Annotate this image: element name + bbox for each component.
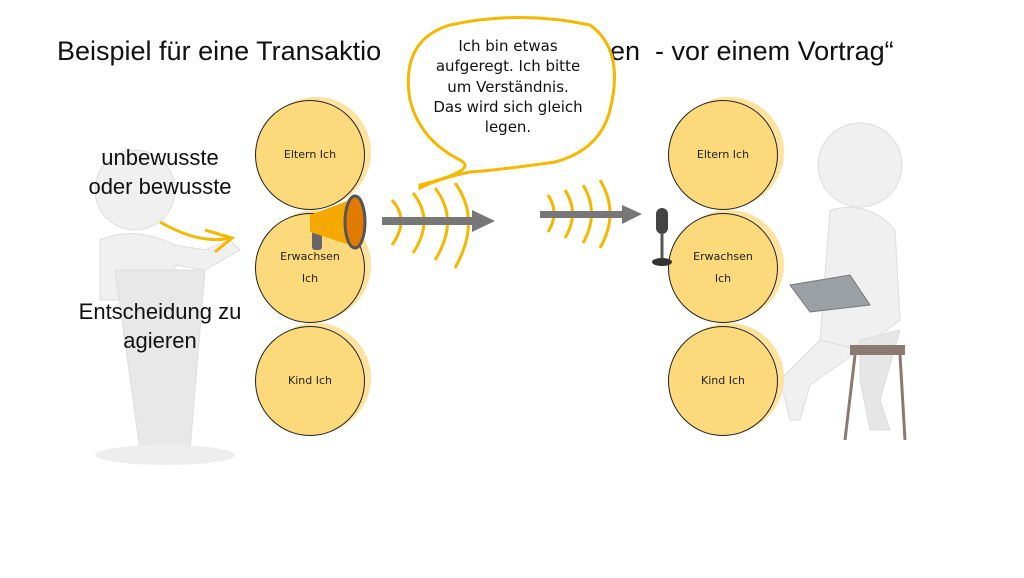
transmission-arrow-right: [540, 205, 642, 224]
sound-waves-left: [390, 182, 470, 269]
speech-line: Ich bin etwas: [458, 37, 558, 55]
label-line: unbewusste: [101, 145, 219, 170]
sender-parent-ego-state: Eltern Ich: [255, 100, 365, 210]
sender-parent-label: Eltern Ich: [283, 148, 337, 161]
decision-label-top: unbewusste oder bewusste: [60, 144, 260, 201]
receiver-adult-line1: Erwachsen: [693, 250, 753, 263]
sender-child-ego-state: Kind Ich: [255, 326, 365, 436]
decision-label-bottom: Entscheidung zu agieren: [55, 298, 265, 355]
receiver-parent-label: Eltern Ich: [696, 148, 750, 161]
transmission-arrow-left: [382, 210, 495, 232]
sender-adult-line1: Erwachsen: [280, 250, 340, 263]
listener-figure: [779, 122, 907, 441]
hand-drawn-arrow: [159, 220, 236, 254]
speech-line: um Verständnis.: [447, 77, 569, 96]
speech-line: legen.: [484, 118, 532, 136]
sender-adult-line2: Ich: [301, 272, 319, 285]
speech-line: aufgeregt. Ich bitte: [435, 57, 581, 76]
receiver-adult-line2: Ich: [714, 272, 732, 285]
label-line: Entscheidung zu: [78, 299, 242, 324]
slide-title-part1: Beispiel für eine Transaktio: [57, 36, 382, 66]
receiver-parent-ego-state: Eltern Ich: [668, 100, 778, 210]
label-line: oder bewusste: [88, 173, 232, 199]
speech-line: Das wird sich gleich: [433, 97, 583, 116]
speech-bubble-text: Ich bin etwas aufgeregt. Ich bitte um Ve…: [413, 36, 603, 137]
speech-bubble-outline: [406, 16, 616, 191]
receiver-child-ego-state: Kind Ich: [668, 326, 778, 436]
sender-child-label: Kind Ich: [288, 374, 332, 387]
label-line: agieren: [123, 327, 197, 353]
speaker-figure: [94, 149, 241, 465]
receiver-child-label: Kind Ich: [701, 374, 745, 387]
slide-title-part2: en - vor einem Vortrag“: [610, 36, 894, 66]
